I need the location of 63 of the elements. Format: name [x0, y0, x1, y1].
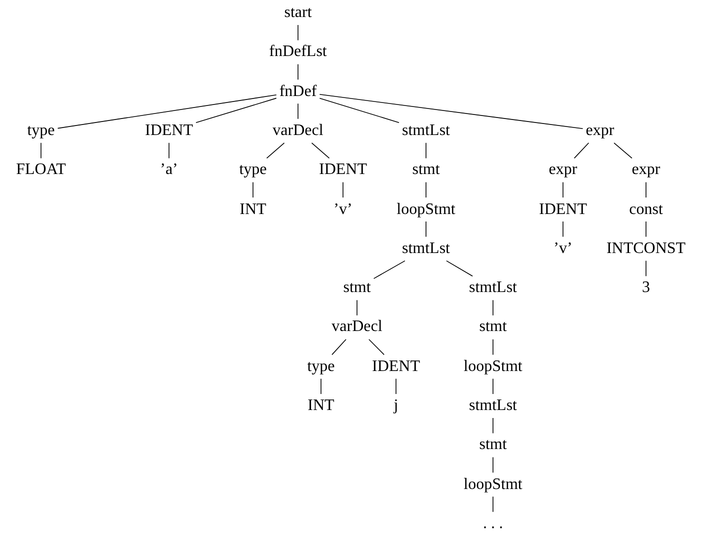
- tree-node-label: ’v’: [334, 200, 352, 218]
- tree-node-label: loopStmt: [464, 476, 522, 494]
- tree-edge: [57, 94, 277, 129]
- tree-node-label: IDENT: [145, 122, 193, 140]
- tree-edge: [446, 260, 473, 276]
- tree-node-label: const: [629, 200, 663, 218]
- tree-node-label: INTCONST: [606, 240, 686, 258]
- tree-edge: [356, 300, 358, 316]
- tree-node-label: j: [394, 397, 398, 415]
- tree-edge: [196, 98, 277, 124]
- tree-node-label: varDecl: [332, 318, 382, 336]
- tree-node-label: 3: [642, 279, 650, 298]
- tree-node-label: expr: [632, 161, 660, 180]
- tree-node-label: loopStmt: [396, 200, 456, 218]
- tree-node-label: stmt: [479, 436, 507, 454]
- tree-node-label: loopStmt: [464, 358, 522, 376]
- tree-edge: [562, 221, 564, 238]
- tree-edge: [492, 339, 494, 356]
- tree-node-label: FLOAT: [16, 161, 66, 180]
- tree-node-label: stmt: [479, 318, 507, 336]
- tree-node-label: stmt: [343, 279, 371, 298]
- tree-edge: [492, 378, 494, 394]
- tree-node-label: stmtLst: [402, 240, 450, 258]
- tree-edge: [562, 182, 564, 198]
- tree-edge: [373, 260, 406, 279]
- tree-edge: [40, 142, 42, 159]
- tree-node-label: . . .: [483, 514, 503, 533]
- tree-node-label: varDecl: [272, 122, 324, 140]
- tree-edge: [266, 142, 285, 159]
- tree-edge: [492, 300, 494, 316]
- tree-edge: [492, 456, 494, 473]
- tree-edge: [320, 378, 322, 394]
- tree-node-label: IDENT: [319, 161, 367, 180]
- tree-edge: [252, 182, 254, 198]
- tree-edge: [319, 98, 400, 123]
- tree-node-label: stmt: [412, 161, 440, 180]
- tree-edge: [311, 142, 330, 159]
- tree-edge: [319, 94, 584, 130]
- tree-node-label: INT: [308, 397, 334, 415]
- tree-edge: [368, 339, 384, 356]
- tree-edge: [492, 418, 494, 434]
- tree-node-label: stmtLst: [469, 397, 517, 415]
- tree-edge: [342, 182, 344, 198]
- tree-node-label: stmtLst: [402, 122, 450, 140]
- tree-node-label: stmtLst: [469, 279, 517, 298]
- tree-node-label: IDENT: [372, 358, 420, 376]
- tree-node-label: expr: [548, 161, 578, 180]
- tree-node-label: ’a’: [160, 161, 178, 180]
- tree-edge: [492, 496, 494, 512]
- tree-edge: [614, 142, 632, 159]
- tree-node-label: fnDefLst: [269, 43, 327, 62]
- tree-edge: [574, 142, 590, 159]
- tree-node-label: ’v’: [554, 240, 572, 258]
- tree-node-label: expr: [586, 122, 614, 140]
- tree-node-label: IDENT: [539, 200, 587, 218]
- tree-node-label: type: [27, 122, 55, 140]
- tree-node-label: fnDef: [279, 82, 317, 101]
- tree-edge: [168, 142, 170, 159]
- tree-node-label: type: [307, 358, 335, 376]
- tree-node-label: start: [284, 4, 312, 22]
- tree-node-label: INT: [240, 200, 266, 218]
- tree-node-label: type: [239, 161, 267, 180]
- tree-edge: [332, 339, 346, 356]
